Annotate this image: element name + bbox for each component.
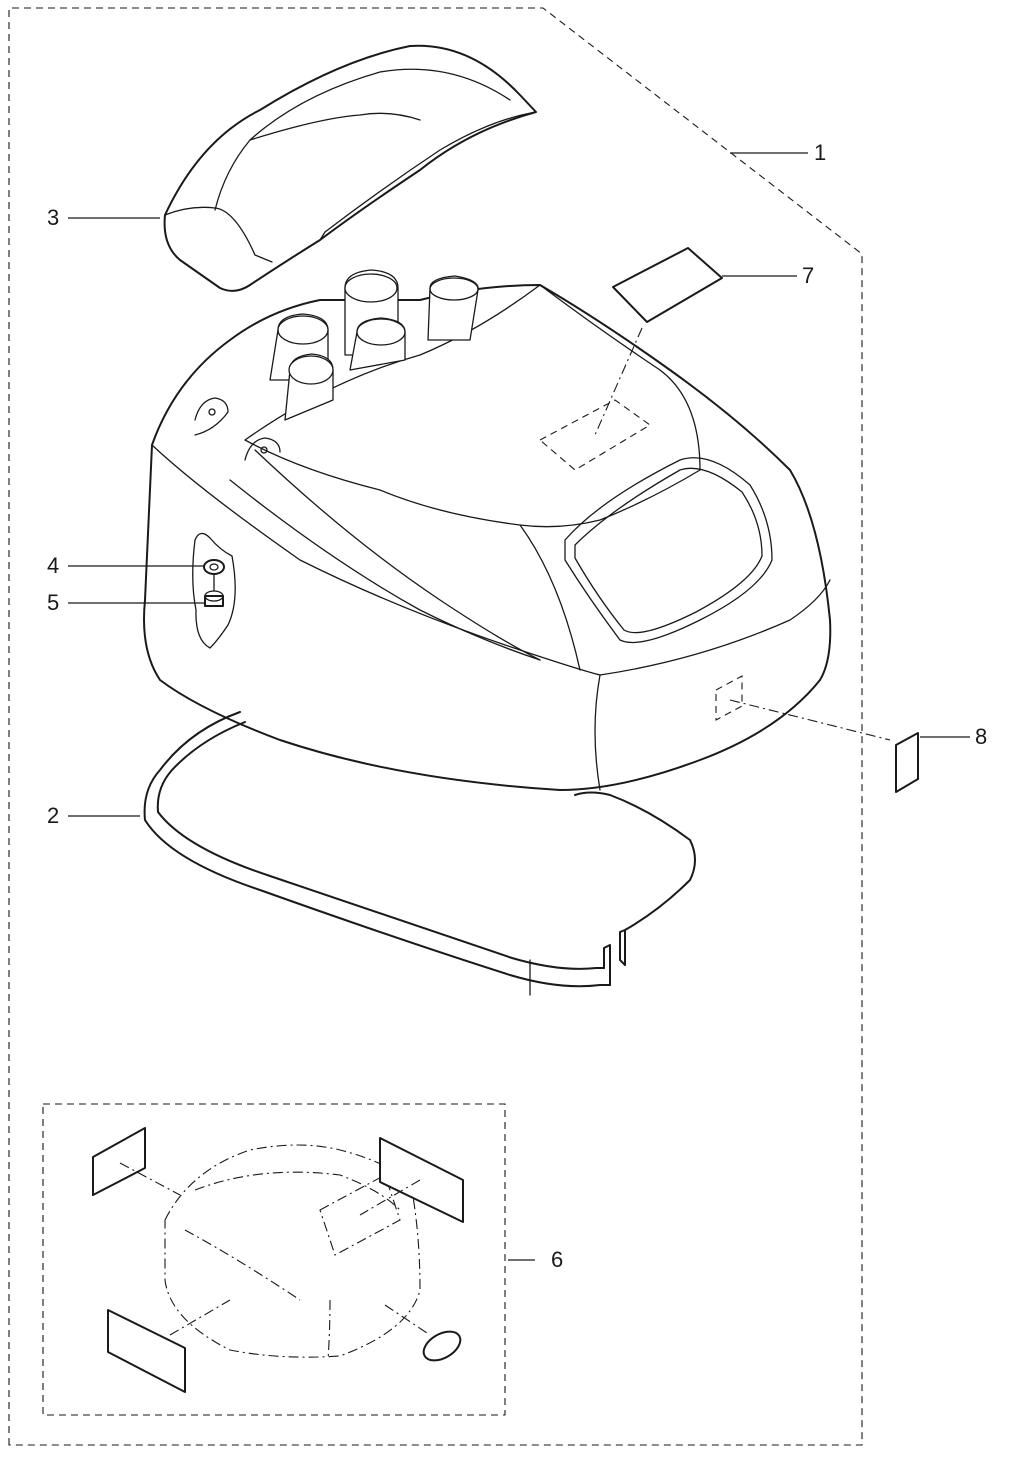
part-seal <box>143 711 696 996</box>
leader-8-dashdot <box>729 699 891 741</box>
callout-2: 2 <box>47 803 60 828</box>
part-top-panel <box>163 44 537 292</box>
callout-5: 5 <box>47 590 60 615</box>
callout-4: 4 <box>47 553 60 578</box>
part-decal-kit <box>42 1103 506 1416</box>
part-small-label <box>895 732 919 793</box>
callout-3: 3 <box>47 205 60 230</box>
part-grommet <box>203 559 225 575</box>
callout-6: 6 <box>551 1247 564 1272</box>
part-top-label <box>612 247 723 323</box>
assembly-boundary-dashed <box>8 7 863 1446</box>
callout-8: 8 <box>975 724 988 749</box>
callout-1: 1 <box>814 140 827 165</box>
part-main-cowling <box>143 269 832 791</box>
callout-7: 7 <box>802 263 815 288</box>
